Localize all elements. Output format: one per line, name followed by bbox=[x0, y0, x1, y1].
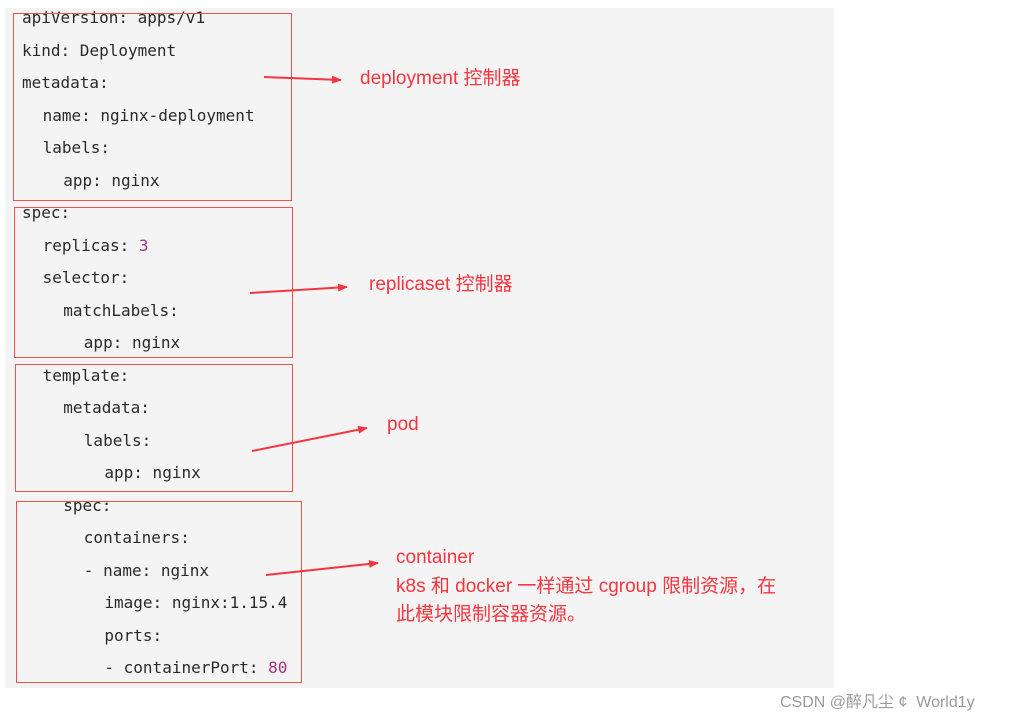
code-key: matchLabels: bbox=[63, 300, 179, 320]
code-value: apps/v1 bbox=[127, 8, 206, 27]
deployment-box bbox=[13, 13, 292, 201]
code-key: kind: bbox=[22, 40, 71, 60]
container-description-line-2: 此模块限制容器资源。 bbox=[396, 604, 587, 625]
arrow-deployment bbox=[263, 75, 342, 84]
pod-box bbox=[15, 364, 293, 492]
arrow-pod bbox=[251, 425, 368, 452]
code-panel bbox=[5, 8, 834, 688]
code-value: nginx bbox=[151, 560, 210, 580]
watermark: CSDN @醉凡尘 ¢ World1y bbox=[780, 694, 975, 711]
code-key: app: bbox=[104, 463, 143, 482]
code-key: template: bbox=[42, 365, 130, 385]
code-line: - name: nginx bbox=[84, 561, 209, 581]
code-line: metadata: bbox=[22, 73, 109, 93]
code-key: - name: bbox=[83, 560, 152, 580]
code-line: labels: bbox=[43, 138, 110, 158]
code-line: image: nginx:1.15.4 bbox=[104, 593, 287, 613]
code-key: - containerPort: bbox=[104, 658, 259, 677]
code-number-value: 3 bbox=[129, 235, 149, 255]
code-line: spec: bbox=[63, 496, 111, 516]
code-number-value: 80 bbox=[258, 658, 288, 677]
code-key: metadata: bbox=[63, 398, 150, 417]
code-line: template: bbox=[43, 366, 130, 386]
code-key: containers: bbox=[83, 528, 190, 547]
code-line: - containerPort: 80 bbox=[104, 658, 287, 678]
code-line: matchLabels: bbox=[63, 301, 179, 321]
code-key: labels: bbox=[83, 430, 152, 450]
code-line: labels: bbox=[84, 431, 151, 451]
code-value: nginx bbox=[101, 170, 160, 190]
code-key: selector: bbox=[42, 268, 130, 287]
code-line: name: nginx-deployment bbox=[43, 106, 255, 126]
code-line: metadata: bbox=[63, 398, 150, 418]
code-value: Deployment bbox=[70, 40, 177, 60]
code-value: nginx-deployment bbox=[90, 105, 255, 125]
code-key: image: bbox=[104, 593, 163, 612]
pod-label: pod bbox=[387, 414, 419, 435]
code-line: kind: Deployment bbox=[22, 41, 176, 61]
code-line: apiVersion: apps/v1 bbox=[22, 8, 205, 28]
code-key: labels: bbox=[42, 138, 111, 157]
code-value: nginx:1.15.4 bbox=[162, 593, 288, 612]
code-key: name: bbox=[42, 105, 91, 125]
code-line: app: nginx bbox=[104, 463, 200, 483]
code-line: app: nginx bbox=[63, 171, 159, 191]
code-line: replicas: 3 bbox=[43, 236, 149, 256]
code-line: containers: bbox=[84, 528, 190, 548]
code-key: metadata: bbox=[22, 73, 109, 92]
container-box bbox=[16, 501, 302, 683]
code-line: app: nginx bbox=[84, 333, 180, 353]
arrow-replicaset bbox=[249, 283, 348, 294]
code-key: app: bbox=[63, 170, 102, 190]
code-line: ports: bbox=[104, 626, 162, 646]
replicaset-label: replicaset 控制器 bbox=[369, 274, 513, 295]
arrow-container bbox=[265, 559, 379, 576]
code-key: spec: bbox=[63, 496, 112, 515]
code-value: nginx bbox=[142, 463, 201, 482]
code-key: app: bbox=[83, 333, 123, 352]
code-value: nginx bbox=[122, 333, 181, 352]
code-line: selector: bbox=[43, 268, 130, 288]
container-label: container bbox=[396, 547, 475, 568]
replicaset-box bbox=[14, 207, 293, 358]
deployment-label: deployment 控制器 bbox=[360, 68, 521, 89]
code-key: apiVersion: bbox=[22, 8, 128, 27]
container-description-line-1: k8s 和 docker 一样通过 cgroup 限制资源，在 bbox=[396, 576, 777, 597]
code-key: ports: bbox=[104, 625, 163, 645]
code-key: replicas: bbox=[42, 235, 130, 255]
